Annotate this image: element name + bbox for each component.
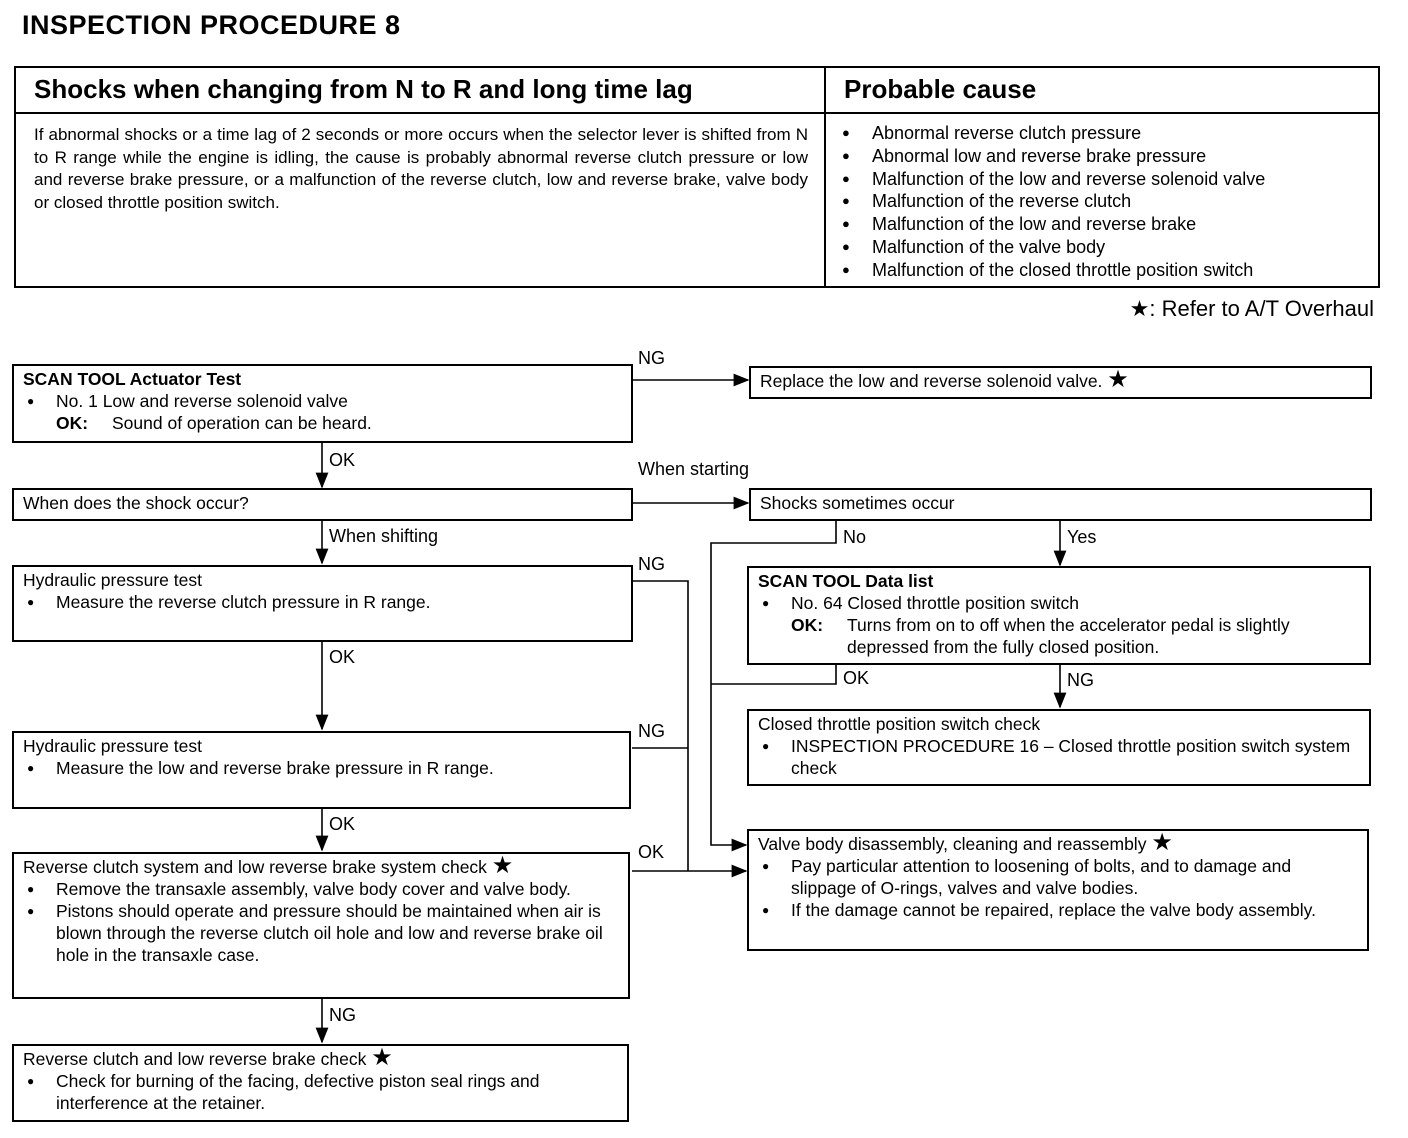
ok-label: OK: xyxy=(56,413,89,433)
ok-label: OK: xyxy=(791,615,824,635)
box-item: Pay particular attention to loosening of… xyxy=(758,855,1358,899)
box-title: Hydraulic pressure test xyxy=(23,736,202,756)
legend-text: : Refer to A/T Overhaul xyxy=(1149,296,1374,321)
star-icon: ★ xyxy=(1107,366,1129,393)
scan-tool-data-list-box: SCAN TOOL Data list No. 64 Closed thrott… xyxy=(747,566,1371,665)
branch-label-yes: Yes xyxy=(1067,527,1097,547)
box-title: SCAN TOOL Actuator Test xyxy=(23,369,242,389)
star-icon: ★ xyxy=(1129,296,1150,321)
summary-table: Shocks when changing from N to R and lon… xyxy=(14,66,1380,288)
cause-item: Malfunction of the reverse clutch xyxy=(834,190,1364,213)
branch-label-when-starting: When starting xyxy=(638,459,750,479)
branch-label-no: No xyxy=(843,527,867,547)
branch-label-ng: NG xyxy=(1067,670,1094,690)
branch-label-ok: OK xyxy=(329,450,356,470)
legend: ★: Refer to A/T Overhaul xyxy=(1130,296,1374,322)
branch-label-ok: OK xyxy=(329,814,356,834)
box-title: Reverse clutch system and low reverse br… xyxy=(23,852,514,879)
box-item: No. 64 Closed throttle position switch xyxy=(758,592,1360,614)
symptom-header: Shocks when changing from N to R and lon… xyxy=(16,68,824,114)
box-item: Check for burning of the facing, defecti… xyxy=(23,1070,618,1114)
valve-body-box: Valve body disassembly, cleaning and rea… xyxy=(747,829,1369,951)
box-item: INSPECTION PROCEDURE 16 – Closed throttl… xyxy=(758,735,1360,779)
box-ok-line: OK: Turns from on to off when the acceler… xyxy=(758,614,1360,658)
box-title: Closed throttle position switch check xyxy=(758,714,1041,734)
closed-throttle-switch-check-box: Closed throttle position switch check IN… xyxy=(747,709,1371,786)
cause-item: Malfunction of the low and reverse brake xyxy=(834,213,1364,236)
hydraulic-test-brake-box: Hydraulic pressure test Measure the low … xyxy=(12,731,631,809)
ok-text: Turns from on to off when the accelerato… xyxy=(847,615,1290,657)
star-icon: ★ xyxy=(371,1044,393,1071)
box-title: Valve body disassembly, cleaning and rea… xyxy=(758,829,1173,856)
ok-text: Sound of operation can be heard. xyxy=(112,413,372,433)
branch-label-ng: NG xyxy=(638,348,665,368)
scan-tool-actuator-test-box: SCAN TOOL Actuator Test No. 1 Low and re… xyxy=(12,364,633,443)
box-text: Shocks sometimes occur xyxy=(760,493,955,513)
box-text: When does the shock occur? xyxy=(23,493,249,513)
shocks-sometimes-box: Shocks sometimes occur xyxy=(749,488,1372,521)
replace-solenoid-box: Replace the low and reverse solenoid val… xyxy=(749,366,1372,399)
cause-item: Malfunction of the low and reverse solen… xyxy=(834,168,1364,191)
box-item: Measure the reverse clutch pressure in R… xyxy=(23,591,622,613)
box-title: Hydraulic pressure test xyxy=(23,570,202,590)
page-title: INSPECTION PROCEDURE 8 xyxy=(22,10,401,40)
cause-item: Malfunction of the closed throttle posit… xyxy=(834,259,1364,282)
table-divider xyxy=(824,68,826,286)
box-item: No. 1 Low and reverse solenoid valve xyxy=(23,390,622,412)
box-text: Replace the low and reverse solenoid val… xyxy=(760,371,1103,391)
branch-label-ok: OK xyxy=(329,647,356,667)
symptom-description: If abnormal shocks or a time lag of 2 se… xyxy=(34,125,808,212)
branch-label-ng: NG xyxy=(638,554,665,574)
star-icon: ★ xyxy=(1151,829,1173,856)
cause-item: Abnormal reverse clutch pressure xyxy=(834,122,1364,145)
box-item: If the damage cannot be repaired, replac… xyxy=(758,899,1358,921)
box-title: Reverse clutch and low reverse brake che… xyxy=(23,1044,393,1071)
probable-cause-header: Probable cause xyxy=(826,68,1378,114)
box-item: Remove the transaxle assembly, valve bod… xyxy=(23,878,619,900)
reverse-clutch-brake-check-box: Reverse clutch and low reverse brake che… xyxy=(12,1044,629,1122)
star-icon: ★ xyxy=(491,852,514,879)
branch-label-ok: OK xyxy=(638,842,665,862)
branch-label-when-shifting: When shifting xyxy=(329,526,439,546)
cause-item: Abnormal low and reverse brake pressure xyxy=(834,145,1364,168)
branch-label-ng: NG xyxy=(638,721,665,741)
cause-item: Malfunction of the valve body xyxy=(834,236,1364,259)
branch-label-ok: OK xyxy=(843,668,870,688)
box-item: Measure the low and reverse brake pressu… xyxy=(23,757,620,779)
box-title: SCAN TOOL Data list xyxy=(758,571,934,591)
reverse-system-check-box: Reverse clutch system and low reverse br… xyxy=(12,852,630,999)
when-shock-occur-box: When does the shock occur? xyxy=(12,488,633,521)
box-item: Pistons should operate and pressure shou… xyxy=(23,900,619,966)
branch-label-ng: NG xyxy=(329,1005,356,1025)
box-ok-line: OK: Sound of operation can be heard. xyxy=(23,412,622,434)
probable-cause-list: Abnormal reverse clutch pressure Abnorma… xyxy=(834,122,1364,282)
hydraulic-test-reverse-clutch-box: Hydraulic pressure test Measure the reve… xyxy=(12,565,633,642)
